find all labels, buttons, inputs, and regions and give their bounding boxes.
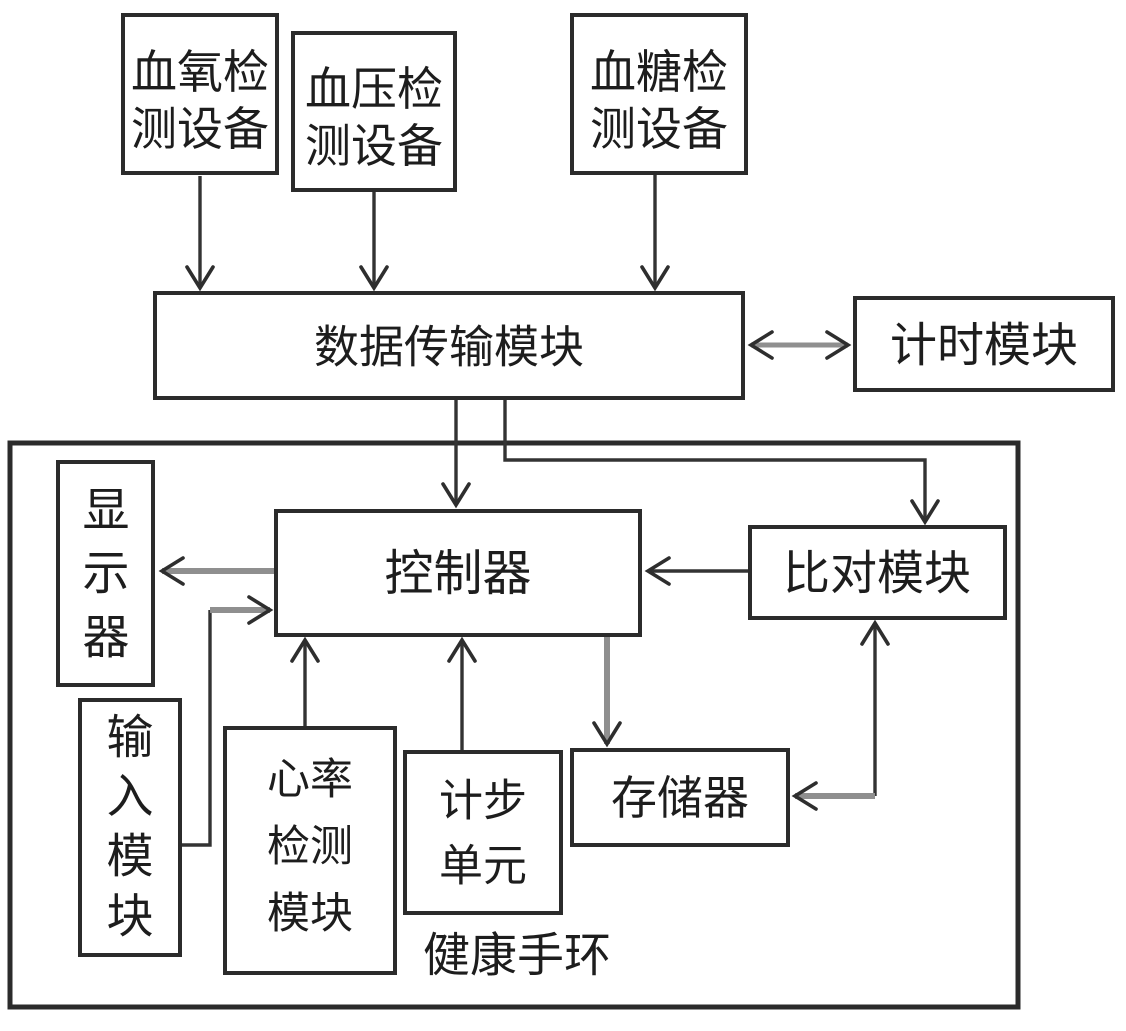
blood-glucose-device-label-line2: 测设备 xyxy=(590,103,728,155)
blood-pressure-device-label-line2: 测设备 xyxy=(305,120,443,172)
storage-label: 存储器 xyxy=(611,772,749,824)
storage-box xyxy=(570,748,790,847)
step-counter-unit-label-line1: 计步 xyxy=(439,777,527,826)
input-module-label-char4: 块 xyxy=(107,890,154,943)
arrow-transmission-to-comparison xyxy=(503,398,940,526)
display-label-char3: 器 xyxy=(83,611,130,664)
blood-pressure-device-box xyxy=(291,31,457,192)
input-module-box xyxy=(78,698,182,957)
timing-module-box xyxy=(853,296,1115,392)
health-bracelet-container-box xyxy=(7,440,1021,1010)
display-box xyxy=(56,460,155,687)
blood-oxygen-device-box xyxy=(121,13,279,175)
wire-input-module-elbow xyxy=(180,610,212,847)
timing-module-label: 计时模块 xyxy=(890,319,1078,372)
health-bracelet-caption: 健康手环 xyxy=(423,929,611,982)
display-label-char1: 显 xyxy=(83,484,130,537)
comparison-module-label: 比对模块 xyxy=(783,547,971,600)
data-transmission-module-box xyxy=(153,291,745,400)
blood-oxygen-device-label-line2: 测设备 xyxy=(131,103,269,155)
comparison-module-box xyxy=(748,525,1007,620)
data-transmission-module-label: 数据传输模块 xyxy=(314,322,584,373)
step-counter-unit-label-line2: 单元 xyxy=(439,842,527,891)
blood-glucose-device-label-line1: 血糖检 xyxy=(590,46,728,98)
controller-box xyxy=(274,509,642,637)
input-module-label-char3: 模 xyxy=(107,830,154,883)
blood-glucose-device-box xyxy=(570,13,748,175)
heart-rate-module-label-line2: 检测 xyxy=(267,823,353,871)
controller-label: 控制器 xyxy=(384,547,531,601)
blood-oxygen-device-label-line1: 血氧检 xyxy=(131,46,269,98)
blood-pressure-device-label-line1: 血压检 xyxy=(305,63,443,115)
input-module-label-char2: 入 xyxy=(107,770,154,823)
step-counter-unit-box xyxy=(403,750,563,915)
display-label-char2: 示 xyxy=(83,547,130,600)
heart-rate-module-label-line3: 模块 xyxy=(267,890,353,938)
heart-rate-module-box xyxy=(223,726,397,975)
heart-rate-module-label-line1: 心率 xyxy=(267,756,353,804)
input-module-label-char1: 输 xyxy=(107,711,154,764)
